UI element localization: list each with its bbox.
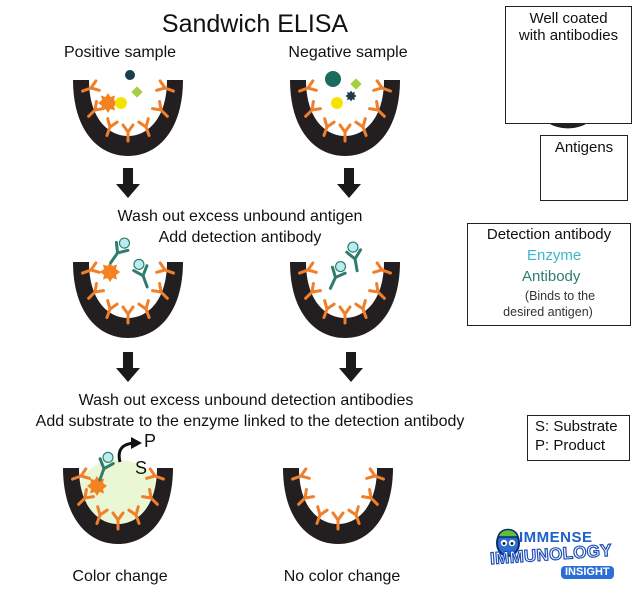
legend-box-antigens: Antigens	[540, 135, 628, 201]
step1-line1: Wash out excess unbound antigen	[117, 208, 363, 225]
legend-box-substrate-product: S: Substrate P: Product	[527, 415, 630, 461]
step1-line2: Add detection antibody	[158, 229, 322, 246]
legend-enzyme-label: Enzyme	[527, 247, 582, 264]
bound-antigen-positive-2	[100, 262, 120, 282]
result-negative-label: No color change	[283, 568, 401, 585]
arrow-down-negative-2	[339, 352, 363, 382]
legend-well-title-1: Well coated	[529, 10, 608, 27]
positive-sample-label: Positive sample	[63, 44, 177, 61]
logo-line3: INSIGHT	[561, 566, 614, 579]
legend-substrate-key: S: Substrate	[535, 418, 618, 435]
step2-line2: Add substrate to the enzyme linked to th…	[35, 413, 465, 430]
product-letter: P	[144, 431, 157, 451]
antigens-positive-1	[98, 70, 143, 113]
arrow-down-negative-1	[337, 168, 361, 198]
legend-detection-title: Detection antibody	[486, 226, 612, 243]
well-positive-2	[73, 262, 183, 338]
detection-antibody-positive-2a	[103, 237, 131, 269]
legend-product-key: P: Product	[535, 437, 606, 455]
arrowhead-product	[131, 437, 142, 449]
legend-box-well: Well coated with antibodies	[505, 6, 632, 124]
antigens-negative-1	[325, 71, 362, 109]
logo-mascot-icon	[496, 528, 520, 557]
negative-sample-label: Negative sample	[288, 44, 408, 61]
step2-line1: Wash out excess unbound detection antibo…	[78, 392, 414, 409]
legend-binds-line2: desired antigen)	[503, 305, 593, 319]
legend-binds-line1: (Binds to the	[524, 289, 596, 303]
legend-box-detection: Detection antibody	[467, 223, 631, 326]
well-positive-1	[73, 80, 183, 156]
detection-antibody-negative-2b	[322, 260, 347, 293]
arrow-down-positive-2	[116, 352, 140, 382]
logo-line1: IMMENSE	[519, 529, 593, 546]
arrow-down-positive-1	[116, 168, 140, 198]
legend-well-title-2: with antibodies	[518, 27, 619, 45]
substrate-letter: S	[135, 458, 148, 478]
well-negative-3	[283, 468, 393, 544]
detection-antibody-positive-3	[91, 451, 115, 484]
page-title: Sandwich ELISA	[161, 10, 349, 38]
legend-antigens-title: Antigens	[554, 139, 614, 156]
well-negative-1	[290, 80, 400, 156]
detection-antibody-negative-2a	[345, 241, 366, 274]
result-positive-label: Color change	[72, 568, 168, 585]
legend-antibody-label: Antibody	[522, 268, 581, 285]
detection-antibody-positive-2b	[132, 258, 156, 291]
